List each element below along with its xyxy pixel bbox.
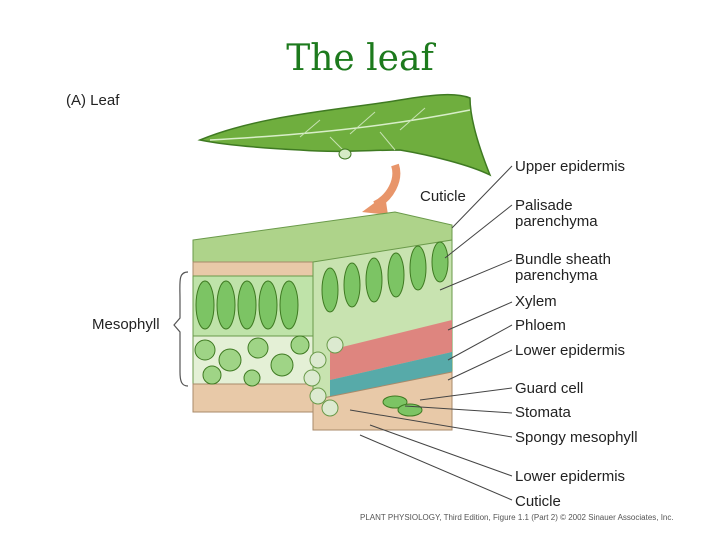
lower-side [312, 371, 453, 431]
page-title: The leaf [286, 38, 434, 79]
label-phloem: Phloem [515, 317, 566, 334]
label-lower-epidermis: Lower epidermis [515, 342, 626, 359]
label-stomata: Stomata [515, 404, 571, 421]
upper-epidermis-layer [192, 261, 314, 277]
mesophyll-bracket [173, 271, 189, 387]
lower-epidermis-layer [192, 383, 314, 413]
leaf-illustration [197, 93, 492, 177]
label-palisade-parenchyma: Palisade parenchyma [515, 197, 598, 230]
guard-cells [382, 395, 423, 417]
magnify-arrow [373, 163, 401, 209]
label-lower-epidermis-2: Lower epidermis [515, 468, 626, 485]
label-xylem: Xylem [515, 293, 557, 310]
mesophyll-label: Mesophyll [92, 316, 160, 333]
label-cuticle: Cuticle [515, 493, 561, 510]
label-bundle-sheath-parenchyma: Bundle sheath parenchyma [515, 251, 611, 284]
cuticle-label-top: Cuticle [420, 188, 466, 205]
label-spongy-mesophyll: Spongy mesophyll [515, 429, 638, 446]
xylem-bundle [330, 320, 452, 380]
panel-label: (A) Leaf [66, 92, 120, 109]
label-guard-cell: Guard cell [515, 380, 584, 397]
label-upper-epidermis: Upper epidermis [515, 158, 626, 175]
phloem-bundle [330, 352, 452, 400]
figure-credit: PLANT PHYSIOLOGY, Third Edition, Figure … [360, 513, 674, 522]
